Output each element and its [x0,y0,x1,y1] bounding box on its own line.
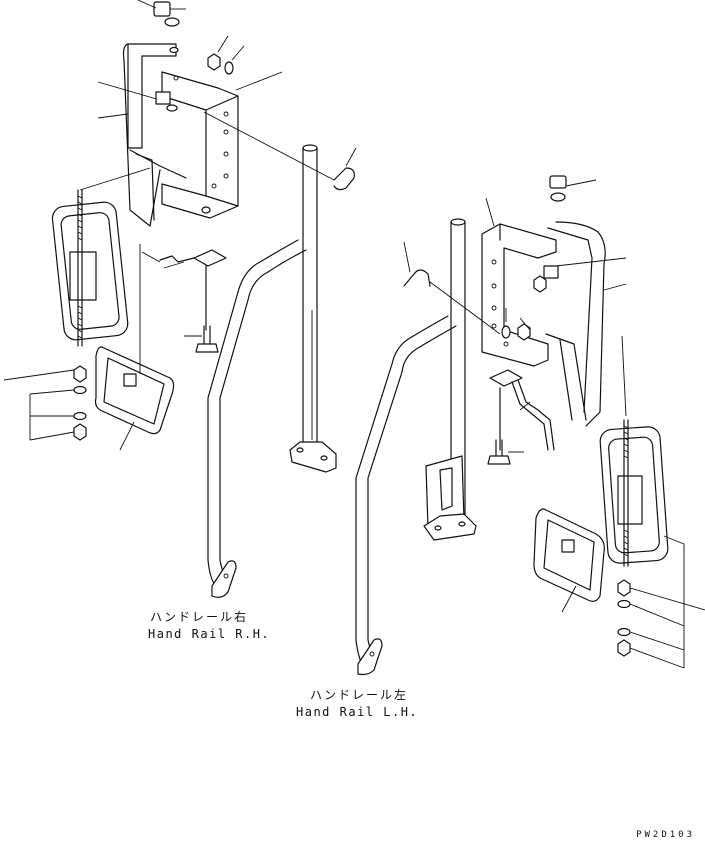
drawing-code: PW2D103 [636,830,695,840]
pole-right-hand [289,144,337,473]
nut-washer-left [207,35,283,91]
leader-lines-left-top [97,0,178,119]
mirror-back-left [51,167,151,347]
bolt-top-right [549,175,597,202]
bent-plate-right [489,369,555,451]
mirror-stay-right [533,221,627,427]
rail-lh-en-label: Hand Rail L.H. [296,705,419,719]
mirror-stay-left [122,43,187,227]
mirror-glass-left [94,244,175,451]
hardware-stack-left [3,365,87,441]
u-bolt-left [203,111,357,191]
bracket-left [161,71,239,219]
hardware-stack-right [617,535,705,669]
hand-rail-rh [207,239,307,598]
rail-lh-jp-label: ハンドレール左 [310,688,409,702]
mirror-back-right [599,335,669,567]
bracket-right [481,197,557,367]
hand-rail-lh [355,315,457,676]
pole-left-hand [423,218,477,541]
bolt-left [184,325,219,353]
rail-rh-jp-label: ハンドレール右 [150,610,249,624]
bent-plate-left [141,249,227,331]
nut-washer-right [501,308,531,341]
mirror-glass-right [533,508,605,613]
rail-rh-en-label: Hand Rail R.H. [148,627,271,641]
bolt-right [487,439,524,465]
bolt-top-left [153,1,186,27]
